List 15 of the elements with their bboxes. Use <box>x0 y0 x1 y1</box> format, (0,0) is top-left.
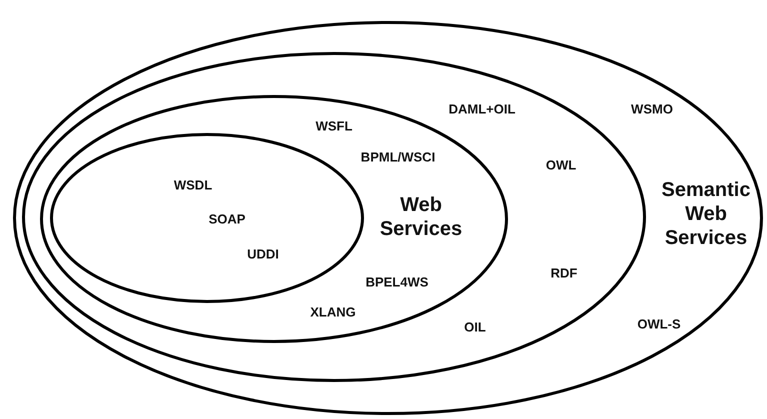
term-label: OIL <box>464 320 486 336</box>
term-label: SOAP <box>208 212 246 228</box>
group-title: Semantic Web Services <box>660 178 752 250</box>
group-title: Web Services <box>378 193 464 241</box>
term-label: BPML/WSCI <box>360 150 436 166</box>
term-label: UDDI <box>247 248 279 262</box>
term-label: OWL-S <box>637 318 681 332</box>
term-label: WSFL <box>316 120 352 134</box>
term-label: RDF <box>550 266 578 282</box>
term-label: WSMO <box>631 102 673 118</box>
term-label: XLANG <box>310 306 356 320</box>
term-label: BPEL4WS <box>366 276 428 290</box>
term-label: WSDL <box>174 178 212 194</box>
term-label: DAML+OIL <box>448 102 516 118</box>
term-label: OWL <box>546 158 576 174</box>
